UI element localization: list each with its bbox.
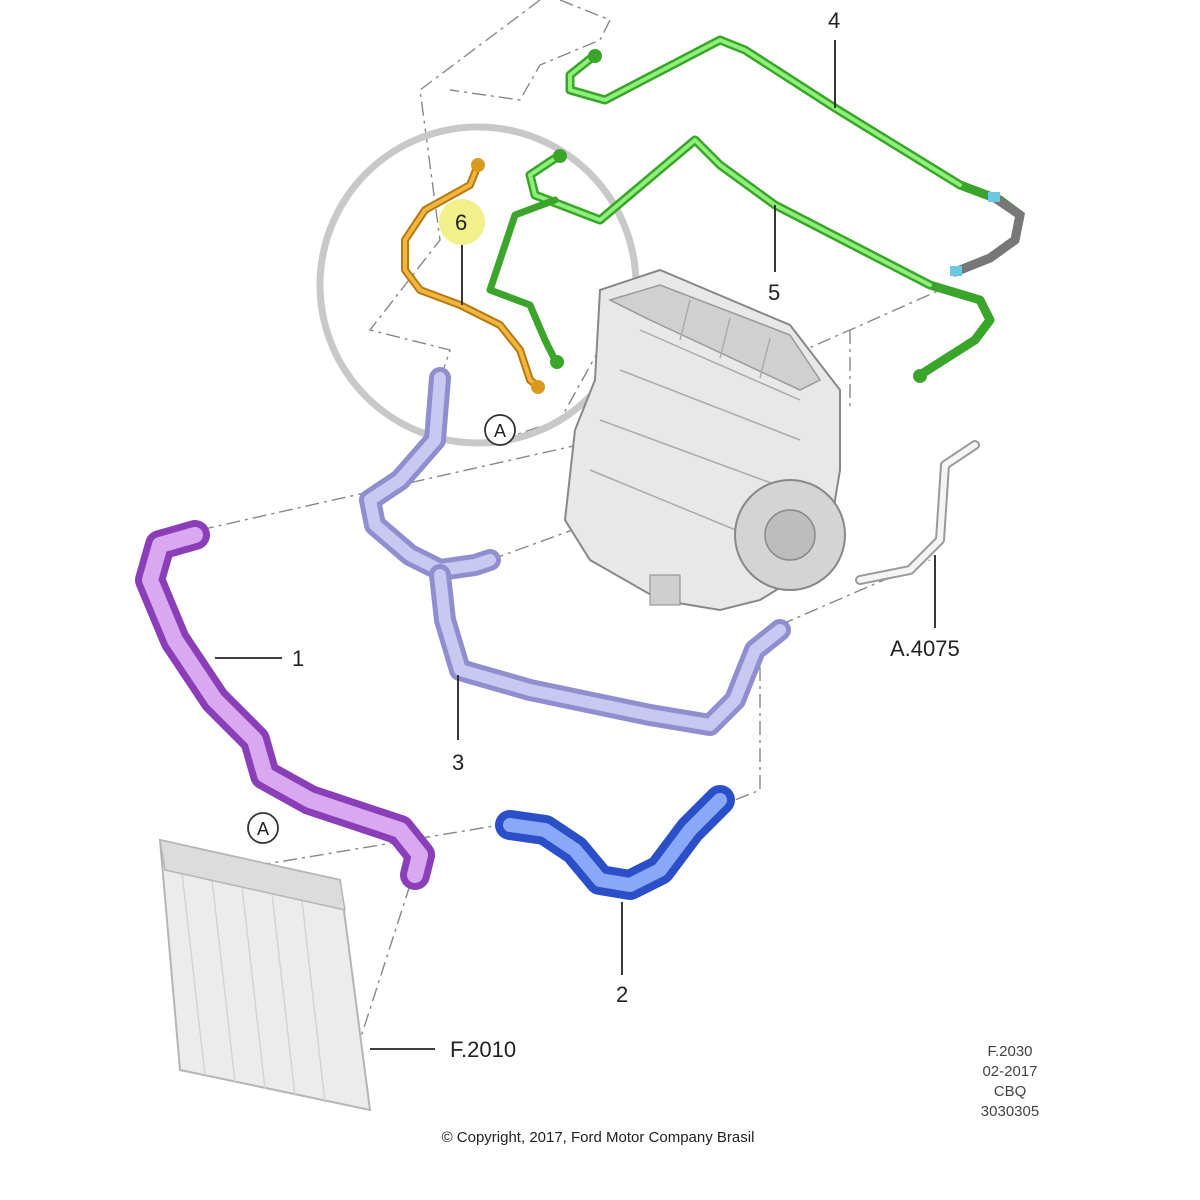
copyright: © Copyright, 2017, Ford Motor Company Br… — [442, 1129, 755, 1146]
hose-2 — [495, 785, 735, 900]
engine-block — [563, 268, 846, 612]
pipe-a4075 — [855, 440, 980, 585]
view-marker-a-top: A — [484, 414, 516, 446]
ref-f2010: F.2010 — [450, 1037, 516, 1062]
hose-3 — [359, 367, 791, 736]
hose-4 — [565, 35, 1025, 277]
hose-6 — [401, 158, 545, 394]
callout-1: 1 — [292, 646, 304, 671]
figure-number: 3030305 — [981, 1103, 1039, 1120]
view-marker-a-bottom: A — [247, 812, 279, 844]
radiator — [158, 838, 372, 1112]
callout-6-highlight — [439, 199, 485, 245]
callout-2: 2 — [616, 982, 628, 1007]
hose-1 — [135, 520, 435, 890]
ref-a4075: A.4075 — [890, 636, 960, 661]
figure-date: 02-2017 — [982, 1063, 1037, 1080]
callout-4: 4 — [828, 8, 840, 33]
figure-meta: F.2030 02-2017 CBQ 3030305 — [981, 1043, 1039, 1120]
figure-id: F.2030 — [987, 1043, 1032, 1060]
hose-5 — [486, 135, 995, 383]
figure-code: CBQ — [994, 1083, 1027, 1100]
view-marker-a-top-label: A — [494, 421, 506, 441]
callout-3: 3 — [452, 750, 464, 775]
leader-lines — [215, 40, 936, 1050]
view-marker-a-bottom-label: A — [257, 819, 269, 839]
callout-6: 6 — [455, 210, 467, 235]
callout-5: 5 — [768, 280, 780, 305]
